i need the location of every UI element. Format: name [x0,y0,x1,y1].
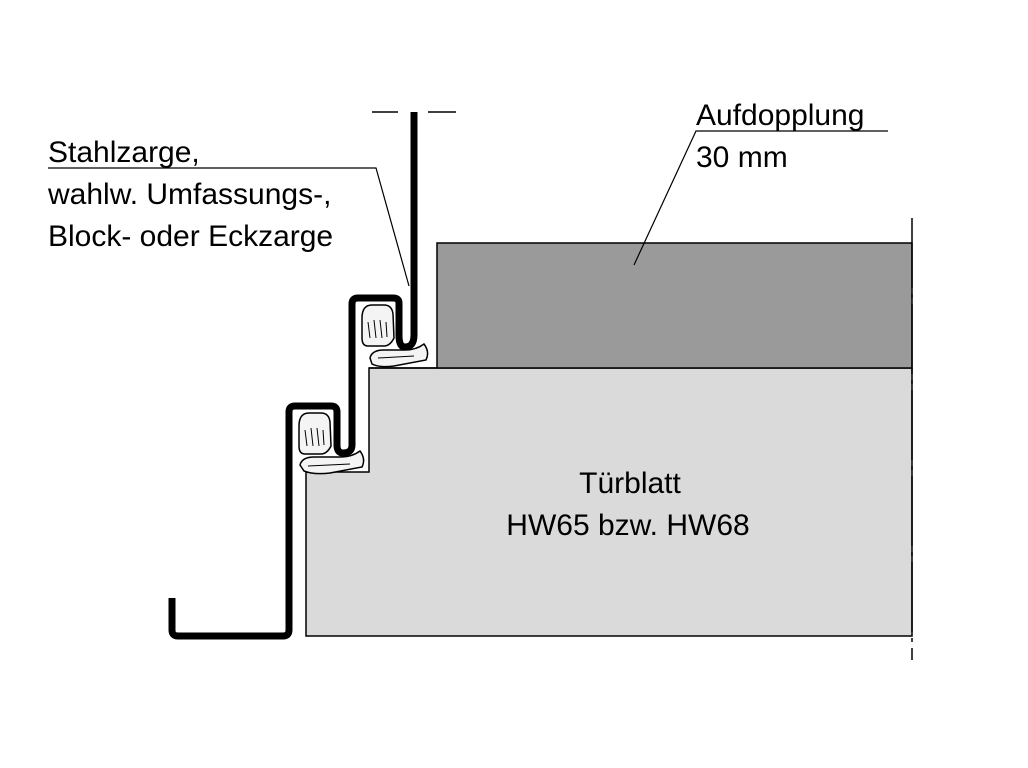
frame-label-line2: wahlw. Umfassungs-, [47,178,331,211]
door-leaf-body [305,367,913,637]
cladding-layer [436,242,913,369]
door-leaf-label-line2: HW65 bzw. HW68 [506,509,749,542]
frame-leader-line [48,167,410,287]
frame-label-line1: Stahlzarge, [48,136,200,169]
steel-frame-profile [168,112,418,640]
cladding-label-line2: 30 mm [696,141,788,174]
lower-seal [298,412,365,475]
frame-label-line3: Block- oder Eckzarge [48,220,333,253]
door-leaf-label-line1: Türblatt [579,467,681,500]
cladding-leader-line [633,130,888,266]
upper-seal [361,304,429,368]
cladding-label-line1: Aufdopplung [696,99,865,132]
